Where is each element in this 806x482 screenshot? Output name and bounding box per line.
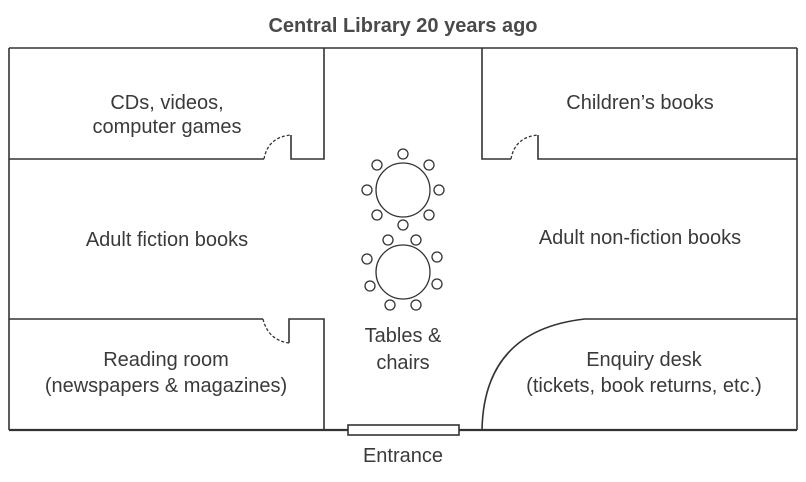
- children-room-walls: [481, 48, 797, 160]
- door-icon: [510, 134, 539, 160]
- reading-label-2: (newspapers & magazines): [45, 375, 287, 397]
- chair-icon: [410, 234, 422, 246]
- chair-icon: [431, 251, 443, 263]
- entrance-label: Entrance: [363, 445, 443, 467]
- chair-icon: [423, 209, 435, 221]
- table-icon: [375, 244, 431, 300]
- chair-icon: [423, 159, 435, 171]
- chair-icon: [397, 148, 409, 160]
- entrance-door: [347, 424, 460, 436]
- chair-icon: [384, 299, 396, 311]
- tables-label-2: chairs: [376, 352, 429, 374]
- cds-label-2: computer games: [93, 116, 242, 138]
- chair-icon: [361, 184, 373, 196]
- chair-icon: [397, 219, 409, 231]
- chair-icon: [371, 209, 383, 221]
- tables-and-chairs: [361, 148, 445, 311]
- door-icon: [262, 318, 290, 344]
- diagram-title: Central Library 20 years ago: [268, 15, 537, 37]
- enquiry-label-2: (tickets, book returns, etc.): [526, 375, 762, 397]
- outer-walls: [8, 47, 798, 432]
- chair-icon: [371, 159, 383, 171]
- enquiry-label-1: Enquiry desk: [586, 349, 703, 371]
- chair-icon: [410, 299, 422, 311]
- children-label: Children’s books: [566, 92, 714, 114]
- chair-icon: [433, 184, 445, 196]
- chair-icon: [364, 280, 376, 292]
- cds-label-1: CDs, videos,: [110, 92, 223, 114]
- chair-icon: [431, 278, 443, 290]
- cds-room-walls: [9, 48, 325, 160]
- reading-label-1: Reading room: [103, 349, 229, 371]
- table-icon: [375, 162, 431, 218]
- adult-fiction-label: Adult fiction books: [86, 229, 248, 251]
- adult-nonfiction-label: Adult non-fiction books: [539, 227, 741, 249]
- chair-icon: [382, 234, 394, 246]
- chair-icon: [361, 253, 373, 265]
- door-icon: [263, 134, 292, 160]
- enquiry-desk-walls: [481, 318, 797, 431]
- tables-label-1: Tables &: [365, 325, 442, 347]
- reading-room-walls: [9, 318, 325, 430]
